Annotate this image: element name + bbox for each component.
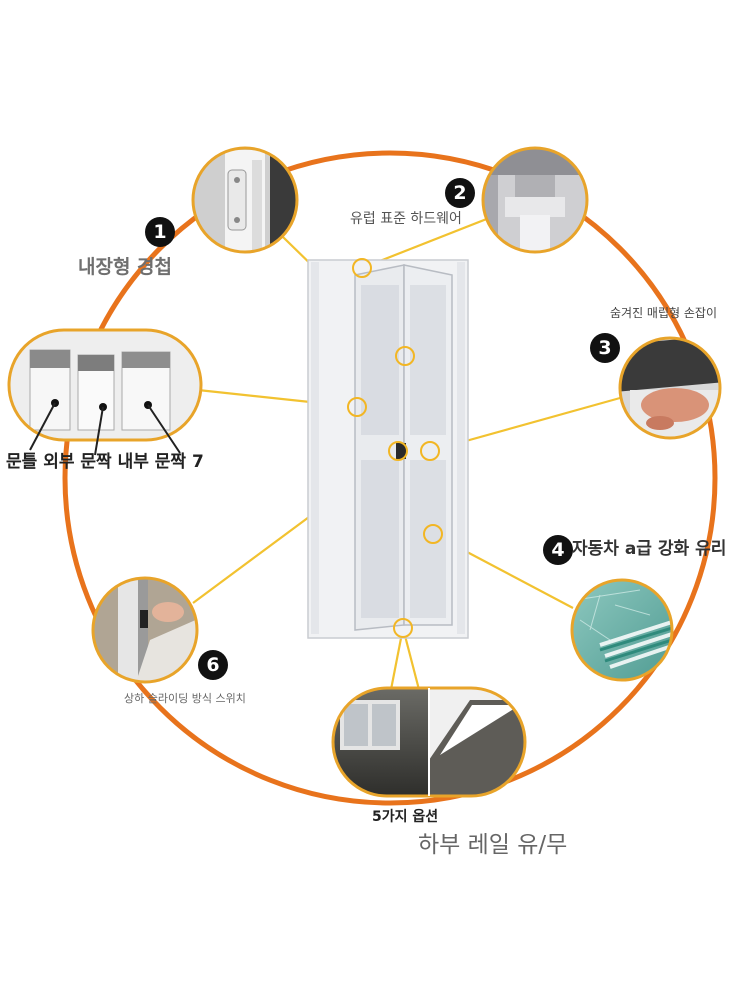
hinge-photo-icon bbox=[191, 146, 299, 254]
label-switch: 상하 슬라이딩 방식 스위치 bbox=[124, 692, 246, 705]
label-handle: 숨겨진 매립형 손잡이 bbox=[610, 306, 717, 320]
hardware-photo-icon bbox=[481, 146, 589, 254]
door-markers bbox=[347, 258, 443, 638]
badge-3: 3 bbox=[590, 333, 620, 363]
label-profiles: 문틀 외부 문짝 내부 문짝 7 bbox=[6, 452, 204, 472]
label-hinge: 내장형 경첩 bbox=[78, 256, 173, 278]
frame-profiles-photo-icon bbox=[7, 328, 203, 456]
badge-4: 4 bbox=[543, 535, 573, 565]
label-rail: 하부 레일 유/무 bbox=[418, 832, 568, 858]
badge-6: 6 bbox=[198, 650, 228, 680]
switch-photo-icon bbox=[91, 576, 199, 684]
outer-ring bbox=[62, 150, 718, 806]
label-glass: 자동차 a급 강화 유리 bbox=[572, 539, 727, 559]
label-options: 5가지 옵션 bbox=[372, 809, 439, 825]
glass-photo-icon bbox=[570, 578, 674, 682]
badge-2: 2 bbox=[445, 178, 475, 208]
folding-door-icon bbox=[307, 259, 469, 639]
hand-handle-photo-icon bbox=[618, 336, 722, 440]
badge-1: 1 bbox=[145, 217, 175, 247]
bottom-rail-photo-icon bbox=[331, 686, 527, 798]
label-hardware: 유럽 표준 하드웨어 bbox=[350, 211, 462, 227]
